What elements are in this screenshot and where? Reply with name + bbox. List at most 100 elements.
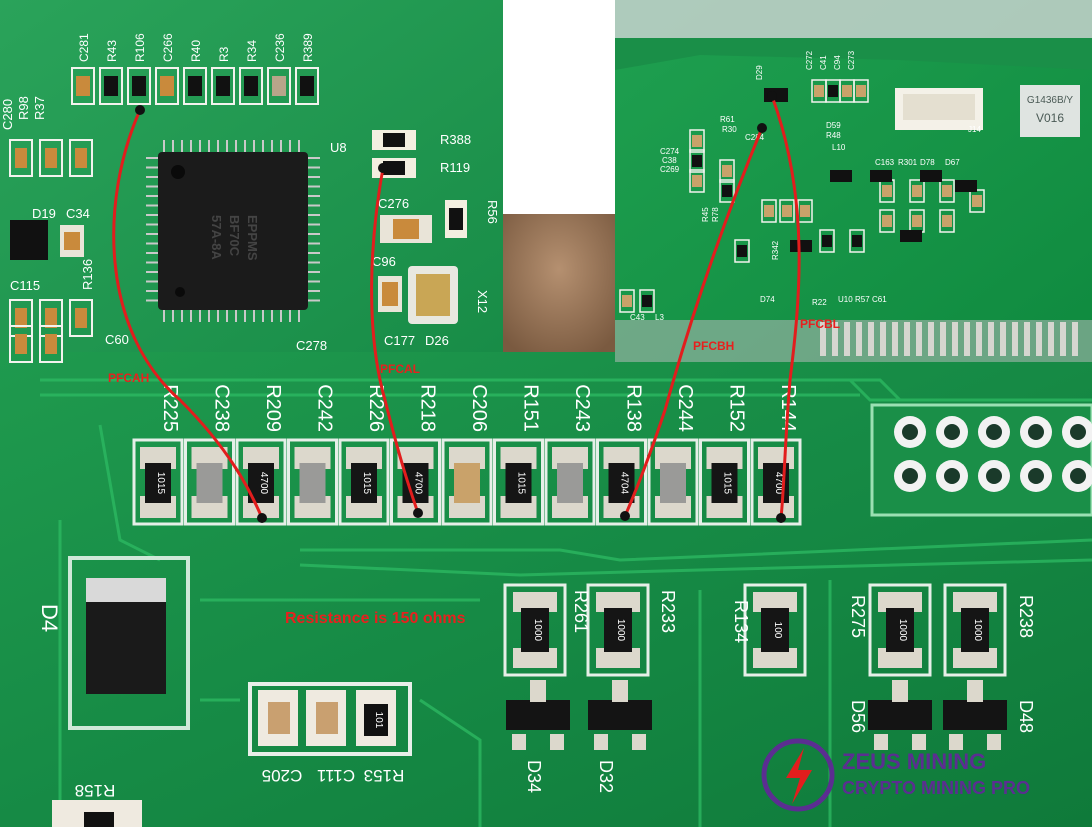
c242-capacitor — [299, 463, 326, 503]
transistor-d19 — [10, 220, 48, 260]
d32-label: D32 — [596, 760, 616, 793]
r151-resistor — [505, 463, 532, 503]
r389-label: R389 — [301, 33, 315, 62]
pfcal-label: PFCAL — [380, 362, 420, 376]
r225-resistor — [145, 463, 171, 503]
c280-label: C280 — [0, 99, 15, 130]
j14-label: J14 — [968, 125, 981, 134]
c43-label: C43 — [630, 313, 645, 322]
pfcal-line — [370, 167, 420, 514]
r226-code: 1015 — [361, 472, 372, 495]
inset-left-details: BF70C 57A-8A EPPMS — [9, 67, 467, 363]
l3-label: L3 — [655, 313, 664, 322]
r218-code: 4700 — [413, 472, 424, 495]
r152-label: R152 — [726, 384, 748, 432]
r261-code: 1000 — [532, 619, 543, 642]
r43-pad — [99, 67, 123, 105]
sticker-line1: G1436B/Y — [1027, 95, 1073, 106]
c243-label: C243 — [571, 384, 593, 432]
r389-resistor — [300, 76, 314, 96]
r56-label: R56 — [485, 200, 500, 224]
c273-label: C273 — [847, 50, 856, 70]
r152-code: 1015 — [722, 472, 733, 495]
connector-pin — [844, 322, 850, 356]
r40-pad — [183, 67, 207, 105]
r389-pad — [295, 67, 319, 105]
annotation-endpoints — [135, 91, 786, 523]
r134-resistor — [761, 608, 789, 652]
r138-code: 4704 — [619, 472, 630, 495]
d74-label: D74 — [760, 295, 775, 304]
d19-label: D19 — [32, 206, 56, 221]
r152-resistor — [711, 463, 738, 503]
connector-pin — [1012, 322, 1018, 356]
r34-pad — [239, 67, 263, 105]
r226-label: R226 — [365, 384, 387, 432]
c115-label: C115 — [10, 278, 40, 293]
r134-code: 100 — [772, 622, 783, 639]
board-traces — [40, 378, 1092, 827]
d26-label: D26 — [425, 333, 449, 348]
logo-ring — [761, 738, 835, 812]
connector-pin — [1036, 322, 1042, 356]
c242-pad — [287, 438, 338, 526]
lightning-icon — [786, 748, 812, 804]
pfcbl-label: PFCBL — [800, 317, 840, 331]
r134-label: R134 — [731, 600, 751, 643]
r138-label: R138 — [623, 384, 645, 432]
c244-capacitor — [660, 463, 686, 503]
c41-label: C41 — [819, 55, 828, 70]
c236-label: C236 — [273, 33, 287, 62]
r233-pad — [586, 583, 650, 677]
logo-line1: ZEUS MINING — [842, 749, 986, 774]
r43-label: R43 — [105, 40, 119, 62]
mcu-chip — [158, 152, 308, 310]
r226-resistor — [351, 463, 377, 503]
connector-pin — [868, 322, 874, 356]
label-sticker — [1020, 85, 1080, 137]
r151-label: R151 — [520, 384, 542, 432]
c242-label: C242 — [314, 384, 336, 432]
r226-pad — [338, 438, 390, 526]
c38-label: C38 — [662, 156, 677, 165]
c244-label: C244 — [674, 384, 696, 432]
c281-label: C281 — [77, 33, 91, 62]
chip-marking-3: EPPMS — [245, 215, 260, 261]
r261-pad — [503, 583, 567, 677]
r275-resistor — [886, 608, 914, 652]
r151-pad — [493, 438, 544, 526]
diode-d4 — [86, 598, 166, 694]
d67-label: D67 — [945, 158, 960, 167]
r106-pad — [127, 67, 151, 105]
d59-label: D59 — [826, 121, 841, 130]
pfcbl-line — [770, 95, 801, 519]
c61-label: C61 — [872, 295, 887, 304]
u10-label: U10 — [838, 295, 853, 304]
r34-resistor — [244, 76, 258, 96]
connector-pin — [1000, 322, 1006, 356]
d48-diode — [943, 700, 1007, 730]
r3-resistor — [216, 76, 230, 96]
logo-line2: CRYPTO MINING PRO — [842, 778, 1030, 798]
r218-pad — [390, 438, 441, 526]
d34-label: D34 — [524, 760, 544, 793]
chip-marking-1: BF70C — [227, 215, 242, 257]
r209-label: R209 — [262, 384, 284, 432]
r238-resistor — [961, 608, 989, 652]
r261-label: R261 — [571, 590, 591, 633]
c238-capacitor — [196, 463, 223, 503]
r98-label: R98 — [16, 96, 31, 120]
c34-label: C34 — [66, 206, 90, 221]
connector-pin — [832, 322, 838, 356]
c60-label: C60 — [105, 332, 129, 347]
pfcbh-label: PFCBH — [693, 339, 734, 353]
chip-marking-2: 57A-8A — [209, 215, 224, 260]
c243-pad — [544, 438, 596, 526]
r153-code: 101 — [373, 712, 384, 729]
d78-label: D78 — [920, 158, 935, 167]
connector-pin — [1072, 322, 1078, 356]
